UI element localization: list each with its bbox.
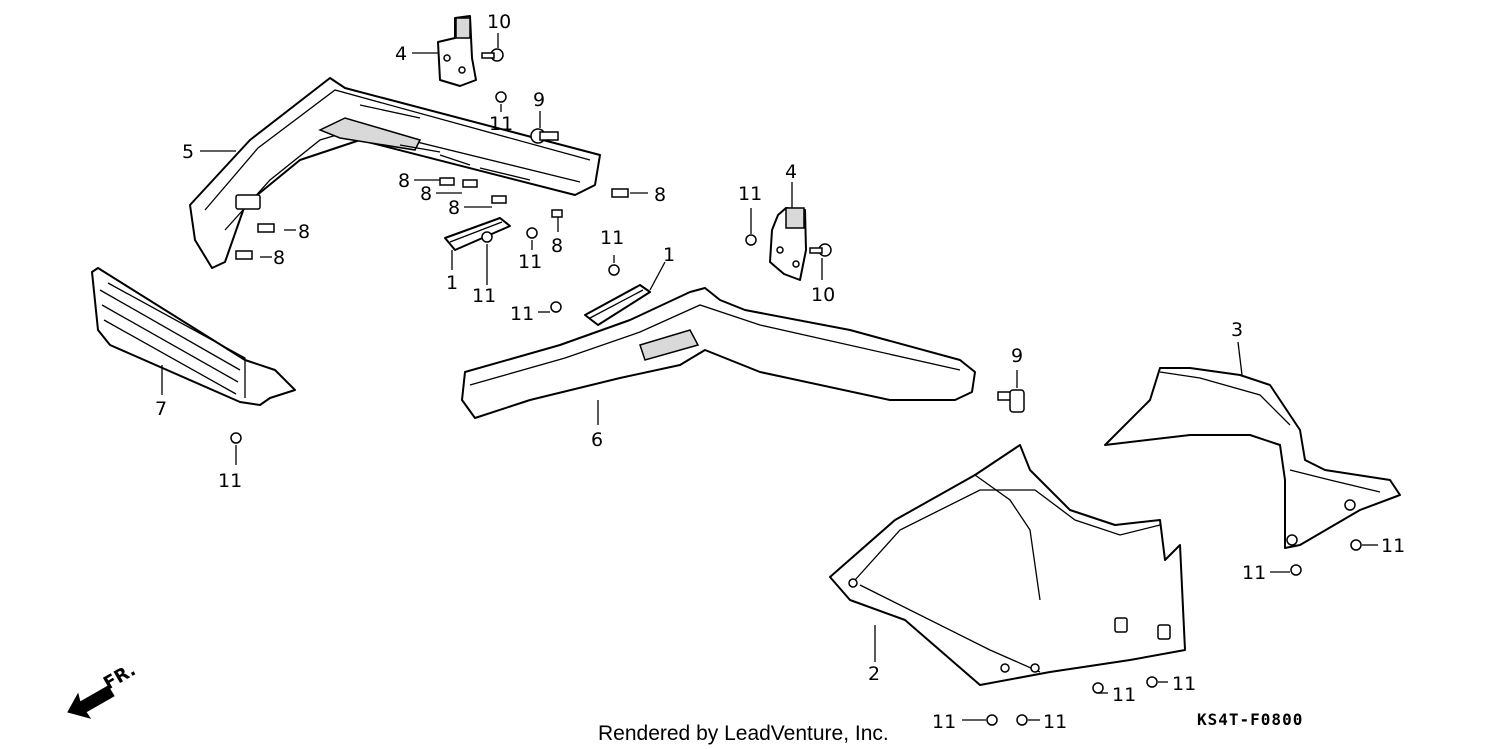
part-9-grommet-lower bbox=[997, 389, 1025, 413]
part-6-lower-front-cover bbox=[461, 287, 976, 419]
callout-8: 8 bbox=[551, 235, 563, 257]
callout-11: 11 bbox=[489, 113, 513, 135]
callout-6: 6 bbox=[591, 429, 603, 451]
part-1-reflector-lower bbox=[584, 284, 651, 326]
part-4-bracket-upper bbox=[437, 15, 477, 87]
callout-11: 11 bbox=[600, 227, 624, 249]
part-7-grille bbox=[91, 267, 296, 406]
part-9-grommet-upper bbox=[530, 128, 559, 144]
callout-11: 11 bbox=[738, 183, 762, 205]
callout-8: 8 bbox=[273, 247, 285, 269]
leader-lines bbox=[161, 33, 1378, 721]
callout-10: 10 bbox=[811, 284, 835, 306]
part-5-upper-front-cover bbox=[189, 77, 601, 269]
callout-1: 1 bbox=[663, 244, 675, 266]
callout-11: 11 bbox=[472, 285, 496, 307]
callout-10: 10 bbox=[487, 11, 511, 33]
credit-text: Rendered by LeadVenture, Inc. bbox=[598, 722, 889, 745]
callout-1: 1 bbox=[446, 272, 458, 294]
callout-11: 11 bbox=[1112, 684, 1136, 706]
callout-8: 8 bbox=[654, 184, 666, 206]
callout-11: 11 bbox=[1242, 562, 1266, 584]
front-direction-arrow: FR. bbox=[67, 659, 139, 719]
part-4-bracket-lower bbox=[769, 207, 807, 281]
callout-11: 11 bbox=[1172, 673, 1196, 695]
callout-11: 11 bbox=[1043, 711, 1067, 733]
callout-8: 8 bbox=[420, 183, 432, 205]
diagram-code: KS4T-F0800 bbox=[1197, 710, 1303, 729]
callout-11: 11 bbox=[518, 251, 542, 273]
part-3-inner-fender bbox=[1104, 367, 1401, 549]
callout-8: 8 bbox=[298, 221, 310, 243]
callout-2: 2 bbox=[868, 663, 880, 685]
part-8-clips bbox=[235, 177, 629, 260]
callout-11: 11 bbox=[932, 711, 956, 733]
callout-9: 9 bbox=[533, 89, 545, 111]
callout-9: 9 bbox=[1011, 345, 1023, 367]
callout-3: 3 bbox=[1231, 319, 1243, 341]
callout-4: 4 bbox=[785, 161, 797, 183]
callout-8: 8 bbox=[448, 197, 460, 219]
callout-labels: 4 10 11 9 5 8 8 8 8 8 8 8 1 11 11 11 1 1… bbox=[155, 11, 1405, 733]
part-10-screw-lower bbox=[809, 243, 832, 257]
callout-8: 8 bbox=[398, 170, 410, 192]
callout-7: 7 bbox=[155, 398, 167, 420]
callout-4: 4 bbox=[395, 43, 407, 65]
callout-5: 5 bbox=[182, 141, 194, 163]
callout-11: 11 bbox=[510, 303, 534, 325]
part-1-reflector-upper bbox=[444, 217, 511, 251]
part-11-screws bbox=[230, 91, 1362, 726]
part-10-screw-upper bbox=[481, 48, 504, 62]
part-2-inner-cover bbox=[829, 444, 1186, 686]
callout-11: 11 bbox=[218, 470, 242, 492]
callout-11: 11 bbox=[1381, 535, 1405, 557]
